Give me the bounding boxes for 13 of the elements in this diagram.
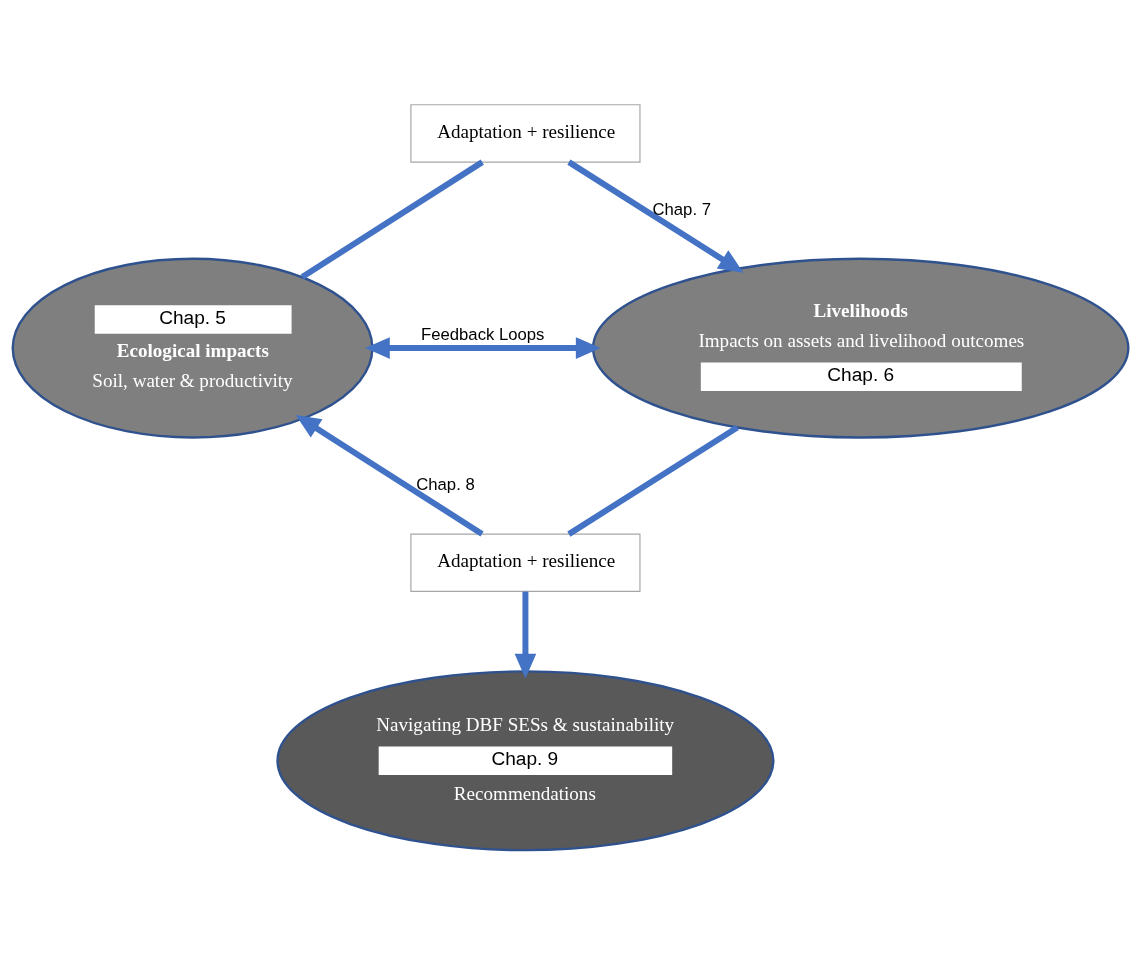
arrow — [514, 591, 537, 678]
node-ellipse: Navigating DBF SESs & sustainability Chap. 9 Recommendations — [276, 669, 775, 851]
connector — [567, 424, 739, 537]
node-ellipse: Livelihoods Impacts on assets and livelihood outcomes Chap. 6 — [591, 257, 1130, 439]
node-box: Adaptation + resilience — [410, 533, 641, 592]
arrow — [567, 159, 744, 273]
edge-label: Chap. 8 — [416, 474, 475, 494]
arrow — [295, 414, 484, 536]
edge-label: Feedback Loops — [421, 324, 545, 344]
connector — [300, 159, 484, 279]
arrow — [365, 336, 601, 359]
edge-label: Chap. 7 — [652, 199, 711, 219]
node-box: Adaptation + resilience — [410, 103, 641, 163]
